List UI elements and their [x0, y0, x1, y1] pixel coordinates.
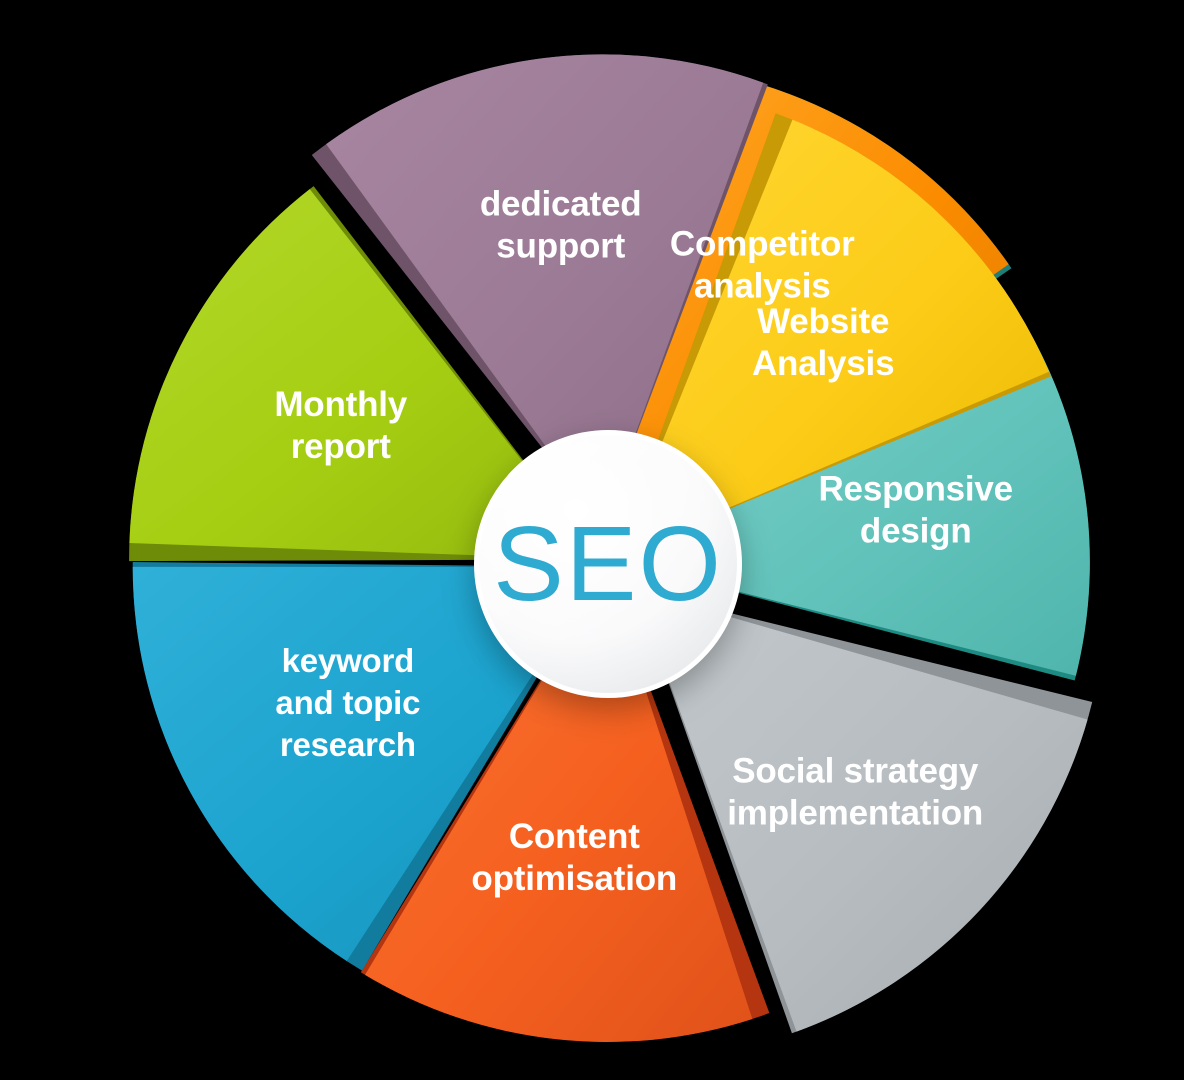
hub-label: SEO [493, 505, 723, 623]
segment-label-keyword-and-topic-research: keyword and topic research [275, 642, 420, 763]
wheel-segment-keyword-and-topic-research[interactable] [132, 561, 603, 971]
segment-label-line: analysis [694, 267, 831, 306]
segment-label-line: Analysis [752, 344, 894, 383]
segment-label-line: optimisation [471, 859, 677, 898]
segment-label-line: Social strategy [732, 752, 979, 791]
segment-label-line: support [496, 227, 625, 266]
segment-label-line: design [860, 512, 972, 551]
segment-face[interactable] [129, 189, 600, 560]
segment-label-line: Competitor [670, 225, 855, 264]
wheel-segment-monthly-report[interactable] [129, 186, 600, 562]
center-hub: SEO [474, 430, 742, 698]
wheel-segment-dedicated-support[interactable] [311, 54, 768, 525]
segment-label-line: and topic [275, 684, 420, 721]
segment-label-line: dedicated [480, 185, 642, 224]
segment-face[interactable] [326, 54, 764, 525]
hub-ring [474, 430, 742, 698]
segment-face[interactable] [635, 589, 1088, 1032]
segment-label-line: Responsive [818, 470, 1012, 509]
segment-label-line: Website [757, 302, 889, 341]
wheel-segment-social-strategy-implementation[interactable] [635, 589, 1093, 1034]
wheel-segments [129, 54, 1093, 1042]
segment-face[interactable] [132, 566, 603, 962]
segment-face[interactable] [616, 119, 1050, 556]
segment-label-line: Monthly [274, 385, 407, 424]
segment-face[interactable] [365, 571, 753, 1042]
wheel-segment-website-analysis[interactable] [616, 113, 1051, 556]
wheel-segment-content-optimisation[interactable] [360, 571, 770, 1042]
hub-sheen [475, 431, 741, 697]
segment-label-line: implementation [727, 794, 983, 833]
segment-label-line: keyword [282, 642, 415, 679]
segment-label-line: report [291, 427, 391, 466]
segment-label-line: Content [509, 817, 640, 856]
segment-label-line: research [280, 726, 416, 763]
